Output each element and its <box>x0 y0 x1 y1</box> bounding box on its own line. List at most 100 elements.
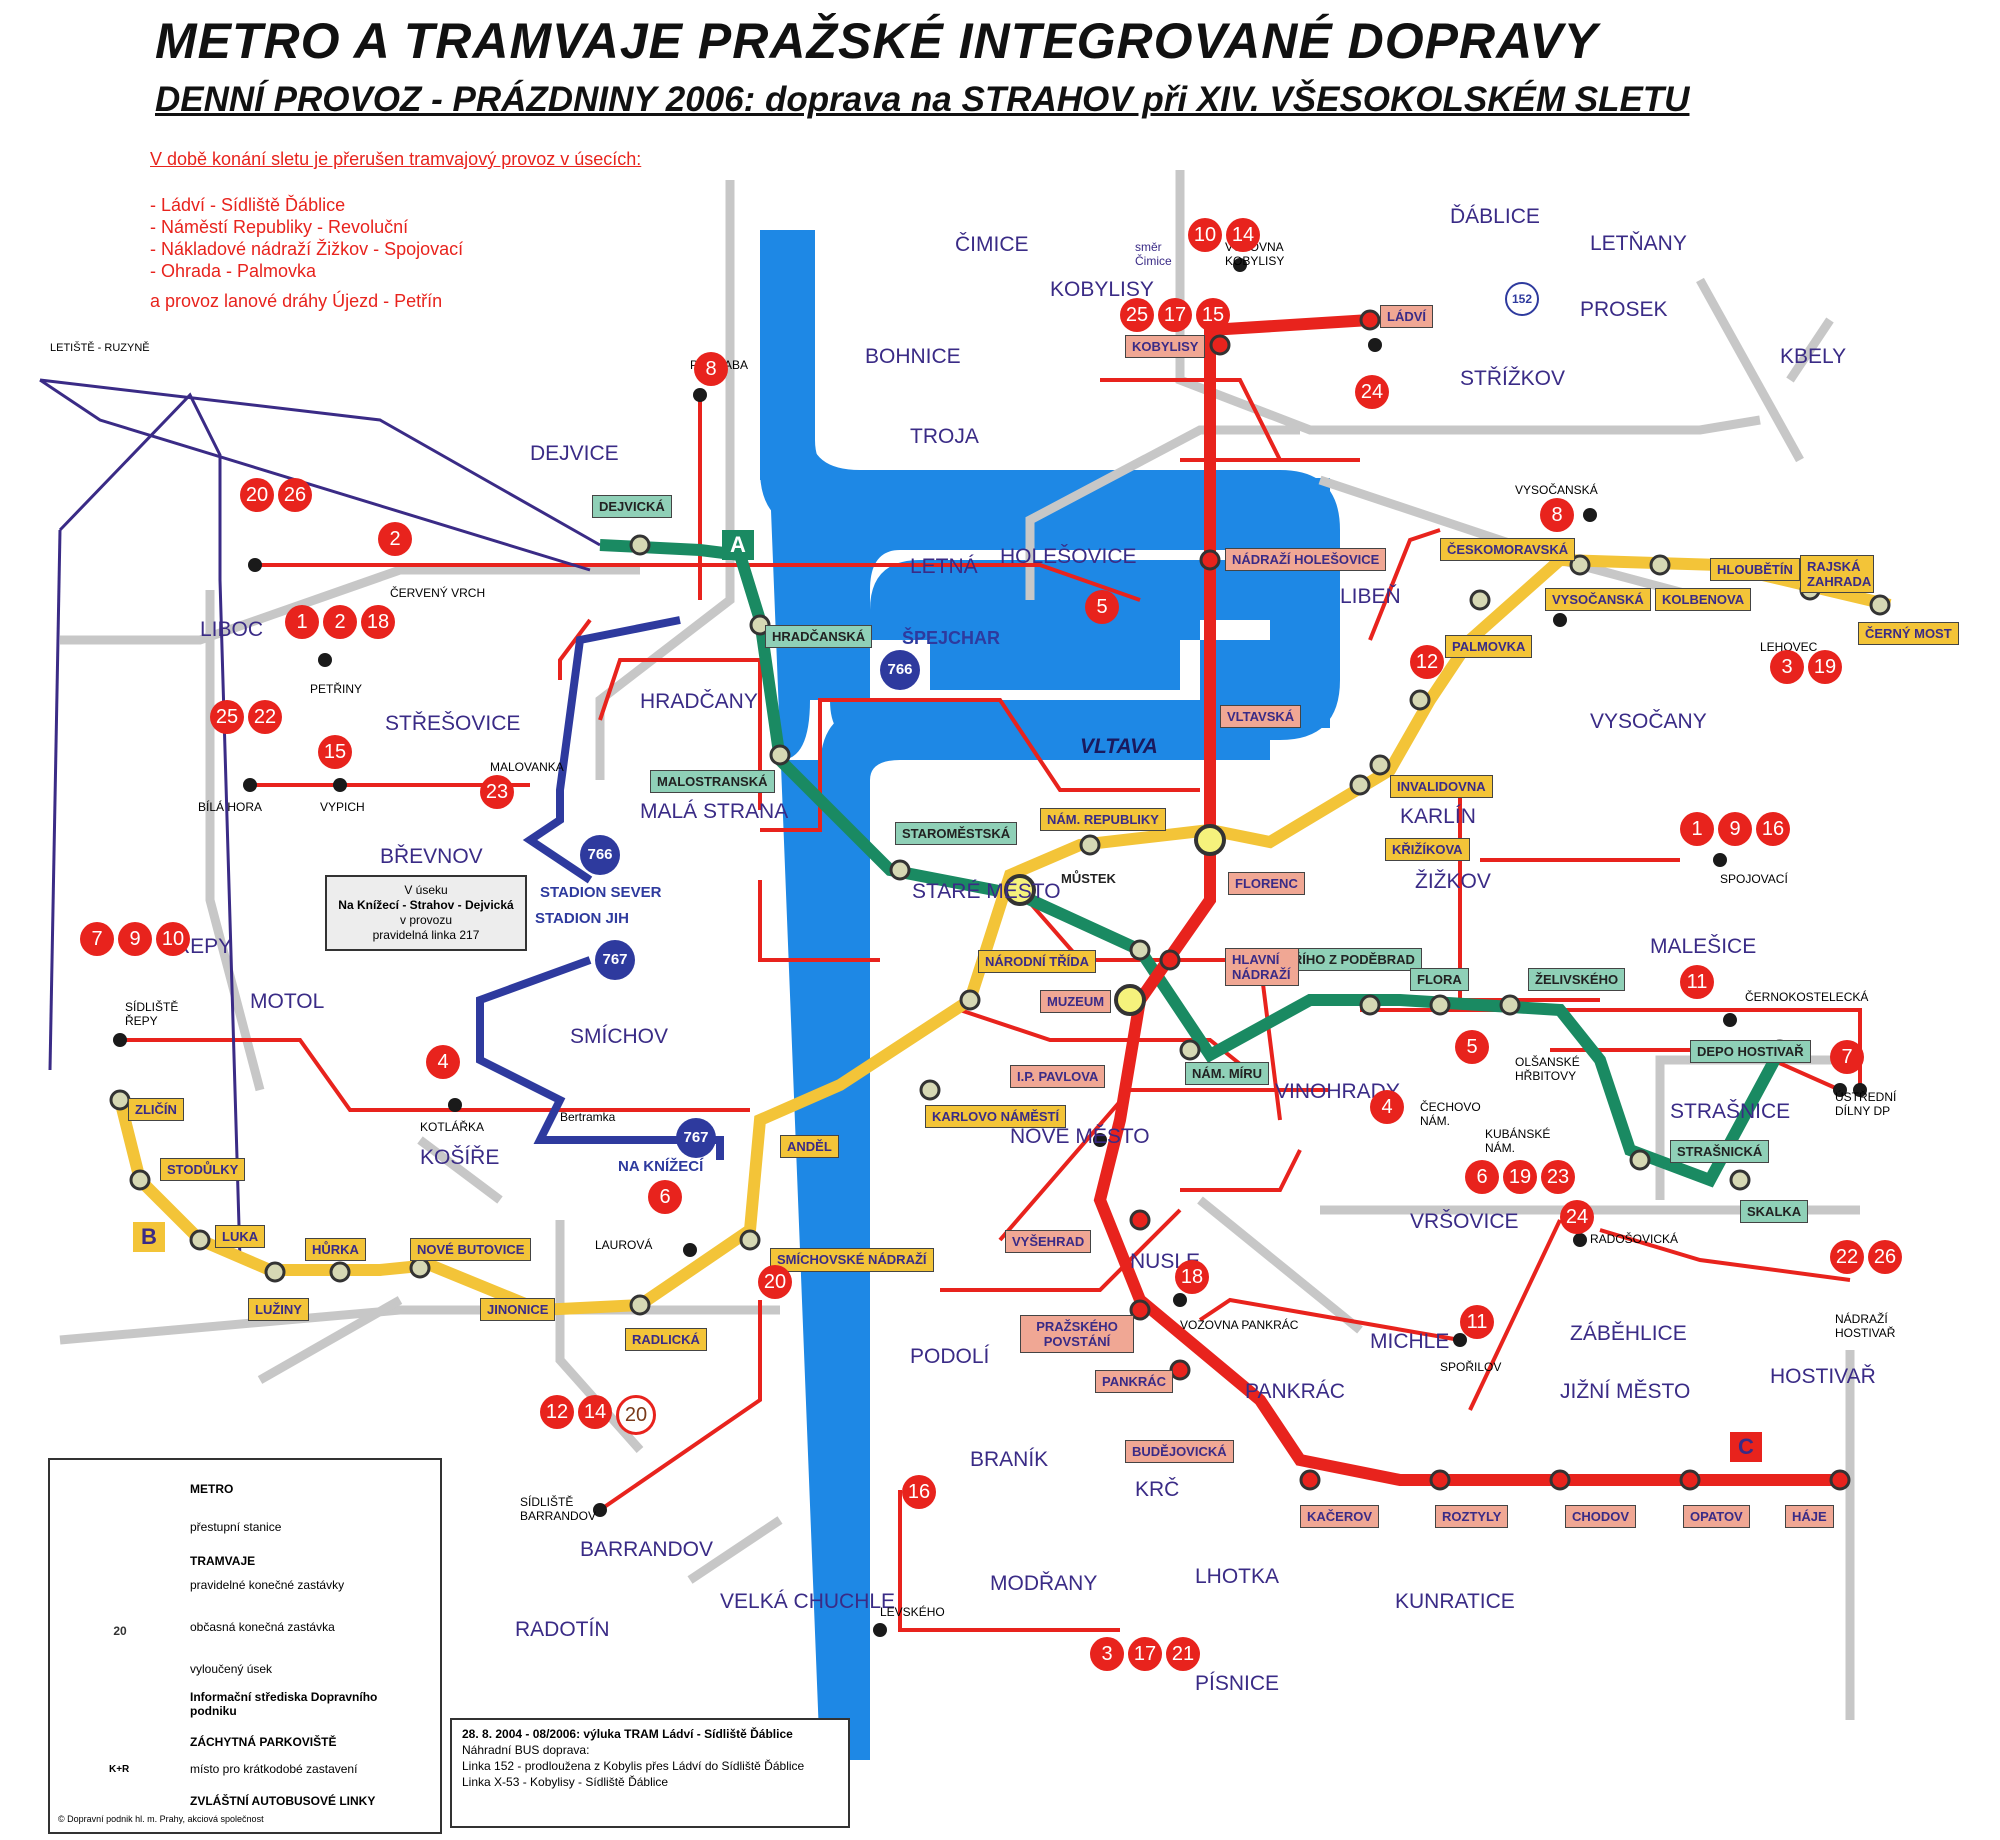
special-bus-lines <box>476 616 724 1160</box>
metro-station-palmovka: PALMOVKA <box>1445 635 1533 658</box>
district-label: STŘEŠOVICE <box>385 712 521 735</box>
district-label: LETNÁ <box>910 555 978 578</box>
header: METRO A TRAMVAJE PRAŽSKÉ INTEGROVANÉ DOP… <box>0 0 2000 140</box>
closure-item: - Ládví - Sídliště Ďáblice <box>150 195 346 215</box>
metro-station-malostranska: MALOSTRANSKÁ <box>650 770 775 793</box>
metro-station-ip-pavlova: I.P. PAVLOVA <box>1010 1065 1106 1088</box>
metro-line-c <box>1093 314 1840 1486</box>
tram-terminal-disc: 14 <box>578 1395 612 1429</box>
district-label: HRADČANY <box>640 690 758 713</box>
bus-box-line: Linka X-53 - Kobylisy - Sídliště Ďáblice <box>462 1775 669 1789</box>
district-label: MICHLE <box>1370 1330 1450 1353</box>
closure-item: - Nákladové nádraží Žižkov - Spojovací <box>150 239 464 259</box>
district-label: LIBEŇ <box>1340 585 1401 608</box>
district-label: ŽIŽKOV <box>1415 870 1491 893</box>
metro-station-florenc: FLORENC <box>1228 872 1305 895</box>
metro-station-luka: LUKA <box>215 1225 266 1248</box>
district-label: TROJA <box>910 425 979 448</box>
metro-station-smichovske-nadrazi: SMÍCHOVSKÉ NÁDRAŽÍ <box>770 1248 934 1272</box>
vltava-river-east2 <box>1270 478 1330 728</box>
district-label: ČIMICE <box>955 233 1029 256</box>
tram-terminal-disc: 24 <box>1355 375 1389 409</box>
district-label: VINOHRADY <box>1275 1080 1400 1103</box>
tram-terminal-disc: 19 <box>1808 650 1842 684</box>
district-label: MALÁ STRANA <box>640 800 789 823</box>
metro-station-vysocanska: VYSOČANSKÁ <box>1545 588 1651 611</box>
closure-item: - Ohrada - Palmovka <box>150 261 317 281</box>
district-label: PODOLÍ <box>910 1345 990 1368</box>
note-line: v provozu <box>399 913 453 927</box>
note-line: V úseku <box>404 883 448 897</box>
tram-terminal-label: OLŠANSKÉ HŘBITOVY <box>1515 1055 1580 1083</box>
metro-station-vltavska: VLTAVSKÁ <box>1220 705 1302 728</box>
tram-terminal-disc: 23 <box>480 775 514 809</box>
metro-station-hurka: HŮRKA <box>305 1238 366 1261</box>
line-217-note: V úseku Na Knížecí - Strahov - Dejvická … <box>325 875 527 951</box>
district-label: VRŠOVICE <box>1410 1210 1519 1233</box>
bus-line-767-badge: 767 <box>676 1118 716 1158</box>
district-label: STŘÍŽKOV <box>1460 367 1566 390</box>
legend-terminal-number: 8 <box>116 1583 124 1597</box>
district-label: KOBYLISY <box>1050 278 1154 301</box>
district-label: VELKÁ CHUCHLE <box>720 1590 896 1613</box>
metro-station-depo-hostivar: DEPO HOSTIVAŘ <box>1690 1040 1811 1063</box>
metro-station-kacerov: KAČEROV <box>1300 1505 1380 1528</box>
district-label: VYSOČANY <box>1590 710 1707 733</box>
spejchar-label: ŠPEJCHAR <box>902 628 1001 648</box>
metro-station-vysehrad: VYŠEHRAD <box>1005 1230 1092 1253</box>
tram-terminal-label: SPOJOVACÍ <box>1720 872 1788 886</box>
metro-station-haje: HÁJE <box>1785 1505 1834 1528</box>
stadion-jih-label: STADION JIH <box>535 910 629 927</box>
tram-terminal-label: BÍLÁ HORA <box>198 800 263 814</box>
legend-copyright: © Dopravní podnik hl. m. Prahy, akciová … <box>58 1814 264 1824</box>
tram-terminal-disc: 5 <box>1455 1030 1489 1064</box>
metro-station-karlovo-namesti: KARLOVO NÁMĚSTÍ <box>925 1105 1067 1128</box>
tram-terminal-disc: 17 <box>1128 1637 1162 1671</box>
tram-terminal-disc: 18 <box>361 605 395 639</box>
tram-terminal-label: KOTLÁŘKA <box>420 1120 485 1134</box>
tram-terminal-label: MALOVANKA <box>490 760 564 774</box>
metro-station-pankrac: PANKRÁC <box>1095 1370 1174 1393</box>
closure-item: - Náměstí Republiky - Revoluční <box>150 217 409 237</box>
legend-occasional-number: 20 <box>113 1624 127 1638</box>
legend: METRO přestupní stanice TRAMVAJE pravide… <box>48 1458 442 1834</box>
tram-terminal-label: LEHOVEC <box>1760 640 1818 654</box>
tram-terminal-disc: 21 <box>1166 1637 1200 1671</box>
legend-kr-badge: K+R <box>109 1764 130 1775</box>
district-label: STRAŠNICE <box>1670 1100 1791 1123</box>
metro-station-strasnicka: STRAŠNICKÁ <box>1670 1140 1770 1163</box>
metro-station-nove-butovice: NOVÉ BUTOVICE <box>410 1238 532 1261</box>
metro-station-nam-miru: NÁM. MÍRU <box>1185 1062 1270 1085</box>
tram-terminal-disc: 5 <box>1085 590 1119 624</box>
tram-terminal-label: RADOŠOVICKÁ <box>1590 1232 1679 1246</box>
district-label: LIBOC <box>200 618 264 641</box>
metro-station-hradcanska: HRADČANSKÁ <box>765 625 873 648</box>
tram-terminal-disc: 19 <box>1503 1160 1537 1194</box>
tram-terminal-label: ČECHOVO NÁM. <box>1420 1100 1481 1128</box>
metro-station-krizikova: KŘIŽÍKOVA <box>1385 838 1470 861</box>
district-label: HOLEŠOVICE <box>1000 545 1137 568</box>
closure-footer: a provoz lanové dráhy Újezd - Petřín <box>150 291 443 311</box>
metro-line-c-badge: C <box>1730 1432 1762 1462</box>
tram-terminal-disc: 25 <box>1120 298 1154 332</box>
vltava-river-bend2 <box>820 710 900 1760</box>
metro-station-dejvicka: DEJVICKÁ <box>592 495 672 518</box>
district-label: ĎÁBLICE <box>1450 205 1540 228</box>
metro-station-opatov: OPATOV <box>1683 1505 1750 1528</box>
closure-notice: V době konání sletu je přerušen tramvajo… <box>150 148 710 312</box>
tram-terminal-label: VOZOVNA PANKRÁC <box>1180 1318 1299 1332</box>
map-title: METRO A TRAMVAJE PRAŽSKÉ INTEGROVANÉ DOP… <box>155 13 1599 69</box>
ae-bus-lines <box>39 378 601 1261</box>
tram-terminal-label: LAUROVÁ <box>595 1238 653 1252</box>
transfer-station-dots <box>1004 824 1226 1016</box>
legend-pr: ZÁCHYTNÁ PARKOVIŠTĚ <box>190 1735 337 1749</box>
tram-terminal-disc: 10 <box>1188 218 1222 252</box>
metro-station-jiriho-z-podebrad: JIŘÍHO Z PODĚBRAD <box>1275 948 1422 971</box>
metro-station-ceskomoravska: ČESKOMORAVSKÁ <box>1440 538 1576 561</box>
vltava-river <box>760 230 1340 1760</box>
metro-station-jinonice: JINONICE <box>480 1298 556 1321</box>
metro-station-chodov: CHODOV <box>1565 1505 1637 1528</box>
tram-terminal-label: LEVSKÉHO <box>880 1605 945 1619</box>
metro-station-rajska-zahrada: RAJSKÁ ZAHRADA <box>1800 555 1874 593</box>
na-knizeci-label: NA KNÍŽECÍ <box>618 1158 704 1175</box>
